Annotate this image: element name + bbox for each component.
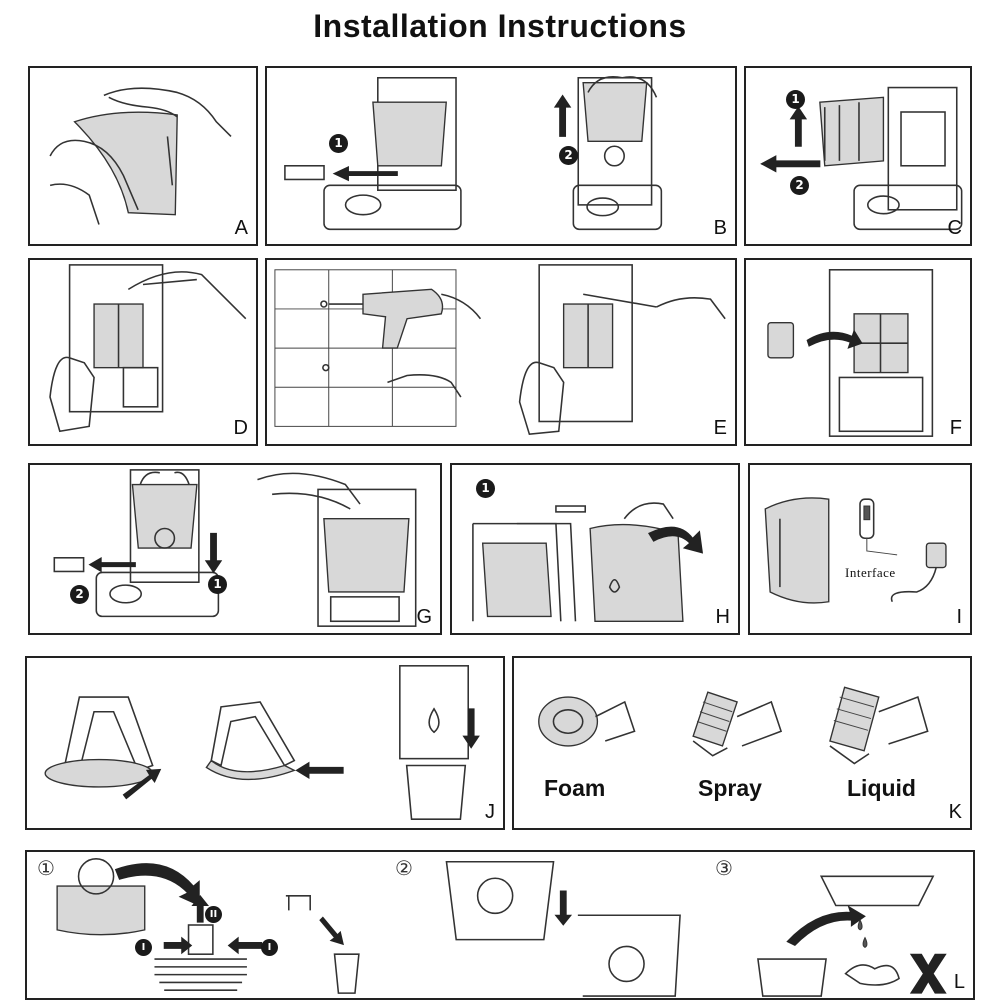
page-title: Installation Instructions	[313, 8, 687, 44]
panel-g-step-2: 2	[70, 585, 89, 604]
panel-l-mark-i-right: I	[261, 939, 278, 956]
panel-h-label: H	[715, 606, 730, 628]
panel-d-illustration	[49, 264, 247, 433]
panel-f-label: F	[949, 417, 962, 439]
panel-c: 1 2 C	[744, 66, 972, 246]
panel-e: E	[265, 258, 737, 446]
panel-h-step-1: 1	[476, 479, 495, 498]
panel-b-label: B	[713, 217, 727, 239]
panel-a-label: A	[234, 217, 248, 239]
panel-d: D	[28, 258, 258, 446]
panel-l: ① ② ③ II I I L	[25, 850, 975, 1000]
panel-l-illustration	[56, 858, 947, 997]
panel-i-illustration	[764, 497, 947, 604]
panel-l-mark-ii: II	[205, 906, 222, 923]
panel-i-label: I	[956, 606, 962, 628]
panel-d-label: D	[233, 417, 248, 439]
panel-a: A	[28, 66, 258, 246]
panel-k-illustration	[538, 686, 929, 765]
panel-f-illustration	[767, 269, 934, 437]
panel-c-step-2: 2	[790, 176, 809, 195]
panel-l-substep-1: ①	[37, 856, 55, 880]
panel-j-label: J	[485, 801, 495, 823]
panel-e-label: E	[713, 417, 727, 439]
panel-e-illustration	[274, 264, 726, 436]
panel-g-label: G	[416, 606, 432, 628]
panel-l-label: L	[953, 971, 965, 993]
panel-b-step-1: 1	[329, 134, 348, 153]
liquid-label: Liquid	[847, 775, 916, 801]
panel-l-mark-i-left: I	[135, 939, 152, 956]
panel-b-step-2: 2	[559, 146, 578, 165]
panel-k: Foam Spray Liquid K	[512, 656, 972, 830]
spray-label: Spray	[698, 775, 762, 801]
panel-h-illustration	[472, 502, 704, 622]
panel-i: Interface I	[748, 463, 972, 635]
foam-label: Foam	[544, 775, 606, 801]
panel-j-illustration	[44, 665, 480, 820]
panel-c-label: C	[947, 217, 962, 239]
panel-b-illustration	[284, 76, 663, 231]
panel-j: J	[25, 656, 505, 830]
panel-h: 1 H	[450, 463, 740, 635]
panel-l-substep-2: ②	[395, 856, 413, 880]
panel-k-label: K	[948, 801, 962, 823]
panel-f: F	[744, 258, 972, 446]
panel-a-illustration	[49, 87, 232, 225]
panel-g: 1 2 G	[28, 463, 442, 635]
panel-g-illustration	[53, 469, 417, 627]
panel-c-illustration	[760, 86, 963, 231]
panel-b: 1 2 B	[265, 66, 737, 246]
panel-i-interface-label: Interface	[845, 565, 896, 580]
panel-g-step-1: 1	[208, 575, 227, 594]
panel-l-substep-3: ③	[715, 856, 733, 880]
panel-c-step-1: 1	[786, 90, 805, 109]
